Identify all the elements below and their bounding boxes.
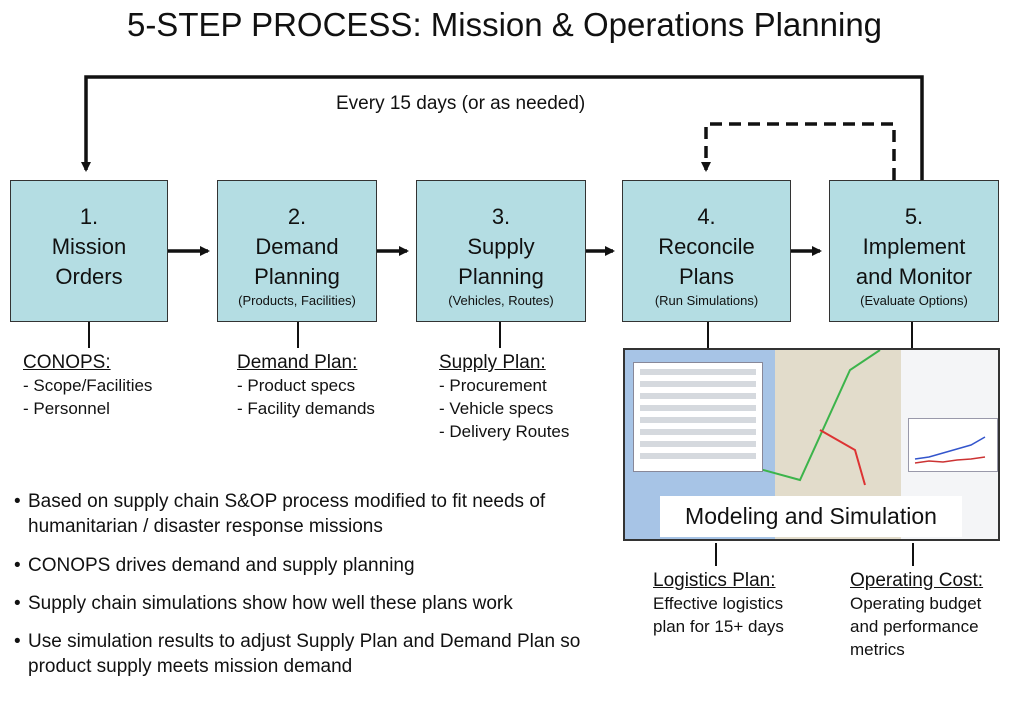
bullet-item: CONOPS drives demand and supply planning: [14, 553, 608, 578]
supply-plan-item: - Vehicle specs: [439, 399, 554, 418]
logistics-plan-heading: Logistics Plan:: [653, 570, 776, 591]
route-lines: [744, 350, 881, 486]
logistics-plan-block: Logistics Plan: Effective logistics plan…: [653, 569, 784, 638]
bullet-item: Supply chain simulations show how well t…: [14, 591, 608, 616]
step-name-line1: Reconcile: [658, 234, 755, 259]
step-name-line2: Planning: [254, 264, 340, 289]
demand-plan-heading: Demand Plan:: [237, 352, 358, 373]
operating-cost-item: metrics: [850, 640, 905, 659]
step-subtitle: (Vehicles, Routes): [448, 293, 554, 308]
operating-cost-block: Operating Cost: Operating budget and per…: [850, 569, 983, 661]
step-implement-monitor: 5. Implement and Monitor (Evaluate Optio…: [829, 180, 999, 322]
step-subtitle: (Run Simulations): [654, 293, 759, 308]
step-subtitle: (Products, Facilities): [238, 293, 356, 308]
step-name-line1: Implement: [862, 234, 966, 259]
step-supply-planning: 3. Supply Planning (Vehicles, Routes): [416, 180, 586, 322]
operating-cost-item: Operating budget: [850, 594, 982, 613]
step-name-line1: Supply: [467, 234, 535, 259]
step-number: 4.: [697, 204, 716, 229]
operating-cost-heading: Operating Cost:: [850, 570, 984, 591]
step-number: 1.: [79, 204, 99, 229]
bullet-item: Based on supply chain S&OP process modif…: [14, 489, 608, 539]
conops-block: CONOPS: - Scope/Facilities - Personnel: [23, 351, 152, 420]
step-mission-orders: 1. Mission Orders: [10, 180, 168, 322]
step-name-line2: Orders: [55, 264, 123, 289]
step-number: 3.: [491, 204, 511, 229]
cycle-label: Every 15 days (or as needed): [336, 93, 586, 114]
feedback-loop-arrow: [81, 75, 924, 180]
conops-heading: CONOPS:: [23, 352, 111, 373]
conops-item: - Scope/Facilities: [23, 376, 153, 395]
step-number: 5.: [904, 204, 924, 229]
step-name-line1: Demand: [255, 234, 339, 259]
simulation-data-panel: [633, 362, 763, 472]
diagram-title: 5-STEP PROCESS: Mission & Operations Pla…: [126, 6, 883, 43]
simulation-screenshot: Modeling and Simulation: [623, 348, 1000, 541]
step-subtitle: (Evaluate Options): [860, 293, 968, 308]
step-name-line2: Planning: [458, 264, 544, 289]
simulation-caption: Modeling and Simulation: [660, 496, 962, 537]
supply-plan-heading: Supply Plan:: [439, 352, 546, 373]
step-number: 2.: [287, 204, 307, 229]
dashed-loop-arrow: [701, 122, 896, 180]
step-reconcile-plans: 4. Reconcile Plans (Run Simulations): [622, 180, 791, 322]
step-name-line1: Mission: [51, 234, 127, 259]
demand-plan-block: Demand Plan: - Product specs - Facility …: [237, 351, 375, 420]
demand-plan-item: - Product specs: [237, 376, 356, 395]
supply-plan-item: - Delivery Routes: [439, 422, 570, 441]
supply-plan-item: - Procurement: [439, 376, 547, 395]
step-name-line2: and Monitor: [855, 264, 973, 289]
simulation-chart: [908, 418, 998, 472]
step-name-line2: Plans: [678, 264, 735, 289]
step-demand-planning: 2. Demand Planning (Products, Facilities…: [217, 180, 377, 322]
supply-plan-block: Supply Plan: - Procurement - Vehicle spe…: [439, 351, 569, 443]
conops-item: - Personnel: [23, 399, 110, 418]
demand-plan-item: - Facility demands: [237, 399, 375, 418]
logistics-plan-item: Effective logistics: [653, 594, 784, 613]
bullet-list: Based on supply chain S&OP process modif…: [14, 489, 608, 693]
bullet-item: Use simulation results to adjust Supply …: [14, 629, 608, 679]
operating-cost-item: and performance: [850, 617, 979, 636]
logistics-plan-item: plan for 15+ days: [653, 617, 784, 636]
